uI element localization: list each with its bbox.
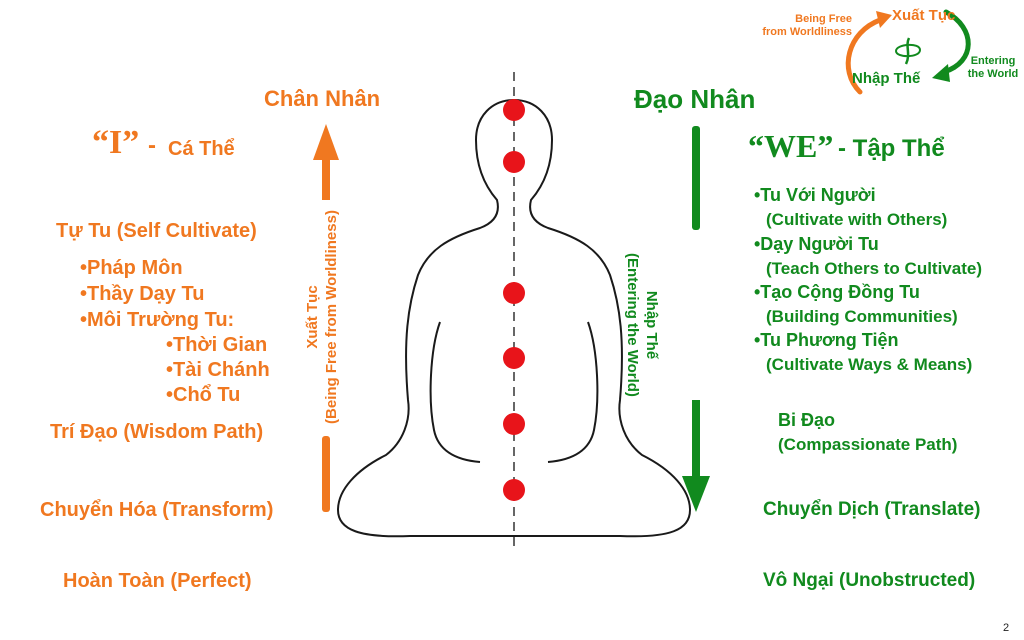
chakra-dot-solar <box>503 347 525 369</box>
green-arrow-head <box>682 476 710 512</box>
cycle-center-stem <box>904 37 911 65</box>
cycle-right-label: Entering the World <box>962 55 1024 81</box>
right-item-2-main: •Dạy Người Tu <box>754 234 879 254</box>
chakra-dot-brow <box>503 151 525 173</box>
wisdom-path-label: Trí Đạo (Wisdom Path) <box>50 421 264 443</box>
cycle-top-label: Xuất Tục <box>892 7 956 24</box>
perfect-label: Hoàn Toàn (Perfect) <box>63 570 252 592</box>
right-item-4-main: •Tu Phương Tiện <box>754 330 899 350</box>
right-title: Đạo Nhân <box>634 84 756 114</box>
left-sub-bullet-2: •Tài Chánh <box>166 359 270 381</box>
orange-arrow-label-line-1: Xuất Tục <box>304 285 321 349</box>
cycle-left-label-line-1: Being Free <box>795 13 852 25</box>
green-arrow-shaft-lower <box>692 400 700 478</box>
chakra-dot-crown <box>503 99 525 121</box>
cycle-orange-arrowhead <box>876 11 892 28</box>
right-item-1-sub: (Cultivate with Others) <box>766 210 948 229</box>
page-number: 2 <box>1003 622 1010 634</box>
chakra-dot-root <box>503 479 525 501</box>
orange-arrow-label-line-2: (Being Free from Worldliness) <box>323 210 340 424</box>
green-arrow-label-line-1: Nhập Thế <box>643 290 660 360</box>
cycle-right-label-line-1: Entering <box>970 55 1016 67</box>
translate-label: Chuyển Dịch (Translate) <box>763 499 981 520</box>
cycle-left-label-line-2: from Worldliness <box>762 26 852 38</box>
meditating-figure-outline <box>336 98 692 538</box>
green-arrow-label: Nhập Thế (Entering the World) <box>623 235 661 415</box>
we-quote: “WE” <box>748 128 834 164</box>
orange-arrow-label: Xuất Tục (Being Free from Worldliness) <box>303 187 341 447</box>
left-bullet-2: •Thầy Dạy Tu <box>80 283 205 305</box>
orange-arrow-head <box>313 124 339 160</box>
figure-right-arm <box>547 321 599 463</box>
i-label: Cá Thể <box>168 138 235 160</box>
i-quote: “I” <box>92 124 140 161</box>
green-arrow-shaft-upper <box>692 126 700 230</box>
we-label: - Tập Thể <box>838 135 945 162</box>
unobstructed-label: Vô Ngại (Unobstructed) <box>763 570 976 591</box>
left-title: Chân Nhân <box>264 86 381 111</box>
left-sub-bullet-1: •Thời Gian <box>166 334 268 356</box>
right-item-1-main: •Tu Với Người <box>754 185 876 205</box>
cycle-center-ring <box>894 43 922 58</box>
chakra-dot-sacral <box>503 413 525 435</box>
cycle-green-arc <box>941 9 971 75</box>
right-item-3-sub: (Building Communities) <box>766 307 958 326</box>
chakra-dot-heart <box>503 282 525 304</box>
left-bullet-3: •Môi Trường Tu: <box>80 309 235 331</box>
right-item-4-sub: (Cultivate Ways & Means) <box>766 355 973 374</box>
left-sub-bullet-3: •Chổ Tu <box>166 384 241 406</box>
left-bullet-1: •Pháp Môn <box>80 257 183 279</box>
transform-label: Chuyển Hóa (Transform) <box>40 499 274 521</box>
cycle-orange-arc <box>845 17 883 95</box>
cycle-bottom-label: Nhập Thế <box>852 70 921 87</box>
compassion-label: Bi Đạo <box>778 410 836 430</box>
orange-arrow-shaft-lower <box>322 436 330 512</box>
cycle-left-label: Being Free from Worldliness <box>752 13 852 39</box>
i-dash: - <box>148 132 156 159</box>
cycle-green-arrowhead <box>932 64 950 82</box>
green-arrow-label-line-2: (Entering the World) <box>624 253 641 397</box>
orange-arrow-shaft-upper <box>322 158 330 200</box>
cycle-right-label-line-2: the World <box>967 68 1019 80</box>
right-item-2-sub: (Teach Others to Cultivate) <box>766 259 982 278</box>
compassion-sub-label: (Compassionate Path) <box>778 435 958 454</box>
self-cultivate-label: Tự Tu (Self Cultivate) <box>56 220 257 242</box>
right-item-3-main: •Tạo Cộng Đồng Tu <box>754 282 920 302</box>
figure-left-arm <box>429 321 481 463</box>
